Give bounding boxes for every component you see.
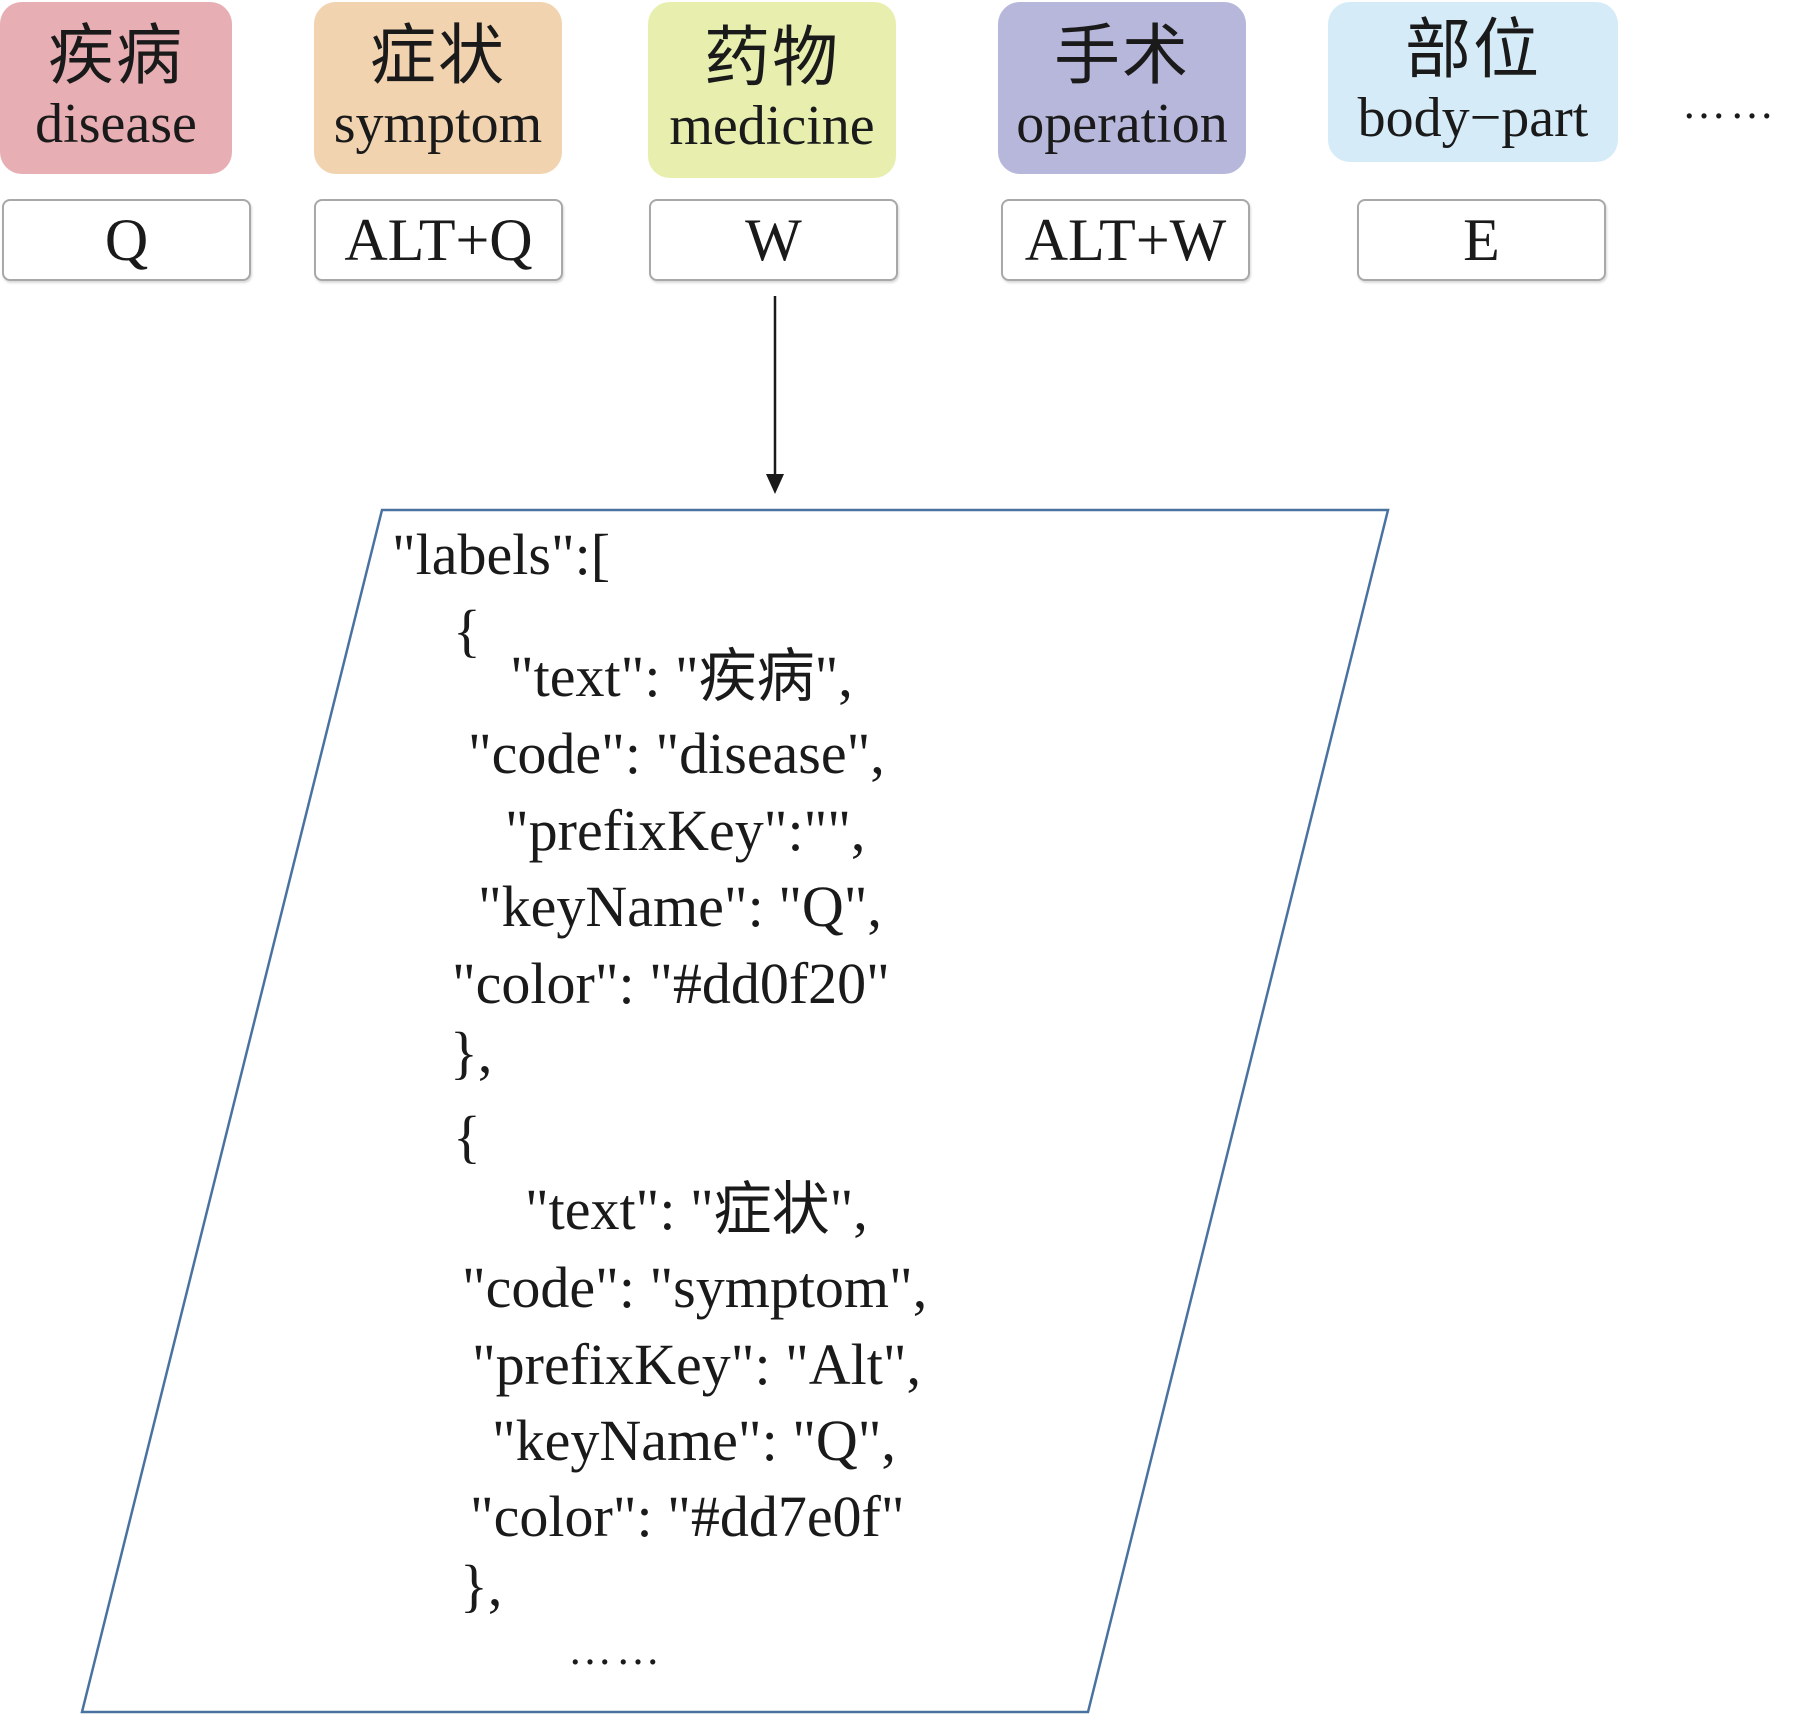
more-labels-ellipsis: …… xyxy=(1682,79,1778,128)
json-line-labels: "labels":[ xyxy=(392,522,611,587)
json-parallelogram xyxy=(80,508,1390,1714)
label-operation-en: operation xyxy=(1016,93,1228,156)
flow-arrow-head xyxy=(766,474,784,494)
key-symptom[interactable]: ALT+Q xyxy=(314,199,563,281)
label-symptom-en: symptom xyxy=(333,93,543,156)
label-operation-zh: 手术 xyxy=(1054,19,1190,93)
key-medicine[interactable]: W xyxy=(649,199,898,281)
label-medicine-zh: 药物 xyxy=(704,21,840,95)
label-body-part[interactable]: 部位 body−part xyxy=(1328,2,1618,162)
label-operation[interactable]: 手术 operation xyxy=(998,2,1246,174)
label-symptom[interactable]: 症状 symptom xyxy=(314,2,562,174)
label-body-part-zh: 部位 xyxy=(1405,13,1541,87)
json-line-close-brace-2: }, xyxy=(460,1553,503,1618)
json-line-keyname-2: "keyName": "Q", xyxy=(492,1408,896,1473)
json-line-color-1: "color": "#dd0f20" xyxy=(452,951,890,1016)
label-body-part-en: body−part xyxy=(1357,87,1589,150)
label-medicine[interactable]: 药物 medicine xyxy=(648,2,896,178)
json-line-open-brace-1: { xyxy=(453,598,481,663)
json-line-code-2: "code": "symptom", xyxy=(462,1255,928,1320)
label-symptom-zh: 症状 xyxy=(370,19,506,93)
label-medicine-en: medicine xyxy=(669,95,875,158)
json-line-code-1: "code": "disease", xyxy=(468,721,885,786)
json-line-keyname-1: "keyName": "Q", xyxy=(478,874,882,939)
label-disease-zh: 疾病 xyxy=(48,19,184,93)
label-disease-en: disease xyxy=(35,93,197,156)
json-line-prefixkey-2: "prefixKey": "Alt", xyxy=(472,1332,922,1397)
key-disease[interactable]: Q xyxy=(2,199,251,281)
label-disease[interactable]: 疾病 disease xyxy=(0,2,232,174)
json-line-text-1: "text": "疾病", xyxy=(510,644,853,709)
key-operation[interactable]: ALT+W xyxy=(1001,199,1250,281)
json-line-open-brace-2: { xyxy=(453,1104,481,1169)
json-line-prefixkey-1: "prefixKey":"", xyxy=(505,798,866,863)
key-body-part[interactable]: E xyxy=(1357,199,1606,281)
json-line-ellipsis: …… xyxy=(568,1625,664,1674)
json-line-color-2: "color": "#dd7e0f" xyxy=(470,1484,905,1549)
json-line-text-2: "text": "症状", xyxy=(525,1177,868,1242)
json-line-close-brace-1: }, xyxy=(450,1020,493,1085)
